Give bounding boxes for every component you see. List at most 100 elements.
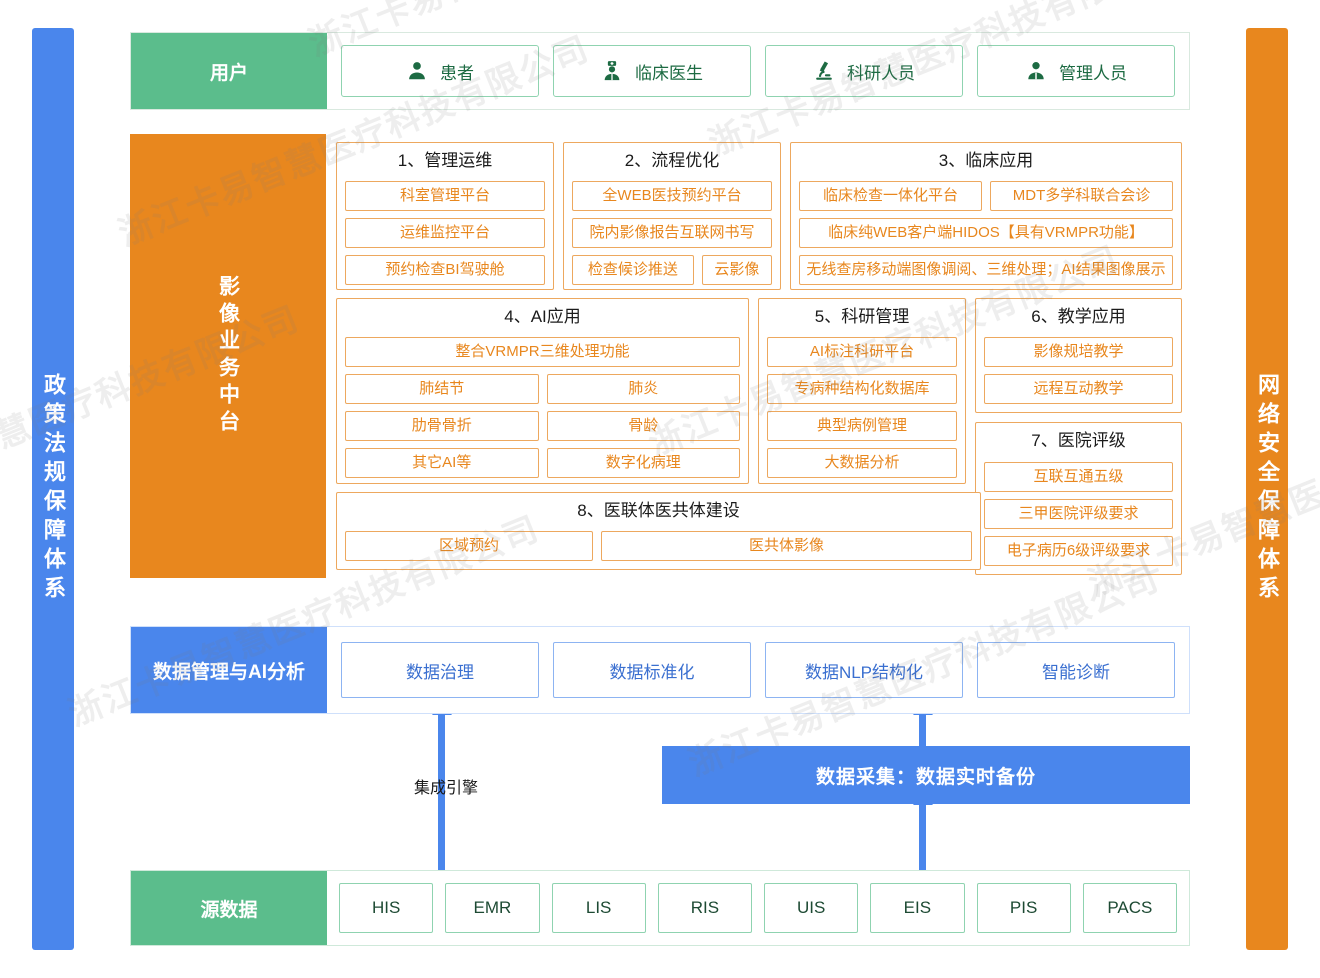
group-cell[interactable]: 临床检查一体化平台 bbox=[799, 181, 982, 212]
group-title: 2、流程优化 bbox=[624, 151, 720, 170]
source-cell-pis[interactable]: PIS bbox=[976, 883, 1071, 933]
group-title: 5、科研管理 bbox=[814, 307, 910, 326]
microscope-icon bbox=[813, 60, 835, 82]
group-title: 1、管理运维 bbox=[397, 151, 493, 170]
user-card-patient[interactable]: 患者 bbox=[341, 45, 539, 97]
data-management-row: 数据管理与AI分析 数据治理 数据标准化 数据NLP结构化 智能诊断 bbox=[130, 626, 1190, 714]
group-teaching-application: 6、教学应用 影像规培教学 远程互动教学 bbox=[975, 298, 1182, 414]
group-cell[interactable]: 无线查房移动端图像调阅、三维处理；AI结果图像展示 bbox=[799, 255, 1173, 286]
imaging-platform-body: 1、管理运维 科室管理平台 运维监控平台 预约检查BI驾驶舱 2、流程优化 全W… bbox=[326, 134, 1190, 578]
imaging-group-row-middle: 4、AI应用 整合VRMPR三维处理功能 肺结节 肺炎 肋骨骨折 骨龄 其它AI… bbox=[336, 298, 1182, 575]
group-medical-alliance: 8、医联体医共体建设 区域预约 医共体影像 bbox=[336, 492, 981, 571]
group-cell[interactable]: 大数据分析 bbox=[767, 448, 957, 479]
group-cell-row: 区域预约 医共体影像 bbox=[345, 531, 972, 562]
group-title: 7、医院评级 bbox=[1031, 431, 1126, 451]
group-title: 6、教学应用 bbox=[1031, 307, 1126, 326]
data-cell-governance[interactable]: 数据治理 bbox=[341, 642, 539, 698]
group-cell-row: 临床检查一体化平台 MDT多学科联合会诊 bbox=[799, 181, 1173, 212]
group-cell-row: 远程互动教学 bbox=[984, 374, 1173, 405]
group-cell[interactable]: 云影像 bbox=[701, 255, 772, 286]
group-cell[interactable]: 整合VRMPR三维处理功能 bbox=[345, 337, 740, 368]
source-cell-eis[interactable]: EIS bbox=[870, 883, 965, 933]
group-title: 3、临床应用 bbox=[938, 151, 1034, 170]
user-card-researcher[interactable]: 科研人员 bbox=[765, 45, 963, 97]
group-cell[interactable]: 检查候诊推送 bbox=[572, 255, 694, 286]
group-cell-row: 预约检查BI驾驶舱 bbox=[345, 255, 545, 286]
group-cell[interactable]: 临床纯WEB客户端HIDOS【具有VRMPR功能】 bbox=[799, 218, 1173, 249]
group-cell-row: 专病种结构化数据库 bbox=[767, 374, 957, 405]
group-hospital-rating: 7、医院评级 互联互通五级 三甲医院评级要求 电子病历6级评级要求 bbox=[975, 422, 1182, 575]
group-cell[interactable]: 互联互通五级 bbox=[984, 461, 1173, 492]
group-cell-row: 肺结节 肺炎 bbox=[345, 374, 740, 405]
group-title: 8、医联体医共体建设 bbox=[577, 501, 740, 520]
user-card-administrator[interactable]: 管理人员 bbox=[977, 45, 1175, 97]
source-cell-uis[interactable]: UIS bbox=[764, 883, 859, 933]
group-cell[interactable]: 运维监控平台 bbox=[345, 218, 545, 249]
group-cell[interactable]: 影像规培教学 bbox=[984, 337, 1173, 368]
group-cell[interactable]: 区域预约 bbox=[345, 531, 593, 562]
data-management-label: 数据管理与AI分析 bbox=[131, 627, 327, 713]
data-cell-intelligent-diagnosis[interactable]: 智能诊断 bbox=[977, 642, 1175, 698]
group-cell[interactable]: 典型病例管理 bbox=[767, 411, 957, 442]
group-cell[interactable]: 医共体影像 bbox=[601, 531, 972, 562]
source-data-label: 源数据 bbox=[131, 871, 327, 945]
user-card-clinician[interactable]: 临床医生 bbox=[553, 45, 751, 97]
data-management-items: 数据治理 数据标准化 数据NLP结构化 智能诊断 bbox=[327, 627, 1189, 713]
data-cell-standardization[interactable]: 数据标准化 bbox=[553, 642, 751, 698]
group-column-teaching-rating: 6、教学应用 影像规培教学 远程互动教学 7、医院评级 互联互通五级 bbox=[975, 298, 1182, 575]
group-cell-row: 典型病例管理 bbox=[767, 411, 957, 442]
group-cell[interactable]: 数字化病理 bbox=[546, 448, 740, 479]
source-data-row: 源数据 HIS EMR LIS RIS UIS EIS PIS PACS bbox=[130, 870, 1190, 946]
group-cell[interactable]: 全WEB医技预约平台 bbox=[572, 181, 772, 212]
group-cell-row: AI标注科研平台 bbox=[767, 337, 957, 368]
user-card-label: 科研人员 bbox=[847, 63, 915, 83]
group-cell[interactable]: 科室管理平台 bbox=[345, 181, 545, 212]
user-row-label: 用户 bbox=[131, 33, 327, 109]
user-card-label: 临床医生 bbox=[635, 63, 703, 83]
group-cell[interactable]: 电子病历6级评级要求 bbox=[984, 535, 1173, 566]
group-process-optimization: 2、流程优化 全WEB医技预约平台 院内影像报告互联网书写 检查候诊推送 云影像 bbox=[563, 142, 781, 290]
source-cell-ris[interactable]: RIS bbox=[657, 883, 752, 933]
source-cell-emr[interactable]: EMR bbox=[445, 883, 540, 933]
imaging-platform-label-text: 影像业务中台 bbox=[216, 275, 240, 437]
user-row-items: 患者 临床医生 bbox=[327, 33, 1189, 109]
integration-engine-arrow bbox=[438, 714, 445, 871]
group-cell[interactable]: 其它AI等 bbox=[345, 448, 539, 479]
group-cell-row: 电子病历6级评级要求 bbox=[984, 535, 1173, 566]
group-cell[interactable]: AI标注科研平台 bbox=[767, 337, 957, 368]
group-cell-row: 院内影像报告互联网书写 bbox=[572, 218, 772, 249]
group-cell-row: 科室管理平台 bbox=[345, 181, 545, 212]
data-flow-area: 数据采集：数据实时备份 集成引擎 bbox=[130, 714, 1190, 872]
user-card-label: 患者 bbox=[440, 63, 474, 83]
group-cell-row: 无线查房移动端图像调阅、三维处理；AI结果图像展示 bbox=[799, 255, 1173, 286]
group-cell[interactable]: 专病种结构化数据库 bbox=[767, 374, 957, 405]
group-management-ops: 1、管理运维 科室管理平台 运维监控平台 预约检查BI驾驶舱 bbox=[336, 142, 554, 290]
group-cell[interactable]: 院内影像报告互联网书写 bbox=[572, 218, 772, 249]
group-cell[interactable]: MDT多学科联合会诊 bbox=[990, 181, 1173, 212]
policy-regulation-label: 政策法规保障体系 bbox=[41, 373, 66, 605]
group-cell[interactable]: 三甲医院评级要求 bbox=[984, 498, 1173, 529]
group-cell[interactable]: 肋骨骨折 bbox=[345, 411, 539, 442]
data-cell-nlp-structuring[interactable]: 数据NLP结构化 bbox=[765, 642, 963, 698]
group-cell[interactable]: 骨龄 bbox=[546, 411, 740, 442]
group-cell-row: 检查候诊推送 云影像 bbox=[572, 255, 772, 286]
imaging-platform-label: 影像业务中台 bbox=[130, 134, 326, 578]
network-security-label: 网络安全保障体系 bbox=[1255, 373, 1280, 605]
person-icon bbox=[406, 60, 428, 82]
group-title: 4、AI应用 bbox=[504, 307, 581, 326]
source-cell-lis[interactable]: LIS bbox=[551, 883, 646, 933]
group-cell[interactable]: 远程互动教学 bbox=[984, 374, 1173, 405]
group-cell-row: 其它AI等 数字化病理 bbox=[345, 448, 740, 479]
group-cell[interactable]: 肺炎 bbox=[546, 374, 740, 405]
manager-icon bbox=[1025, 60, 1047, 82]
source-cell-pacs[interactable]: PACS bbox=[1082, 883, 1177, 933]
group-cell[interactable]: 预约检查BI驾驶舱 bbox=[345, 255, 545, 286]
group-cell[interactable]: 肺结节 bbox=[345, 374, 539, 405]
group-cell-row: 互联互通五级 bbox=[984, 461, 1173, 492]
capture-to-data-arrow bbox=[919, 714, 926, 748]
data-capture-bar: 数据采集：数据实时备份 bbox=[662, 746, 1190, 804]
source-cell-his[interactable]: HIS bbox=[339, 883, 434, 933]
group-clinical-application: 3、临床应用 临床检查一体化平台 MDT多学科联合会诊 临床纯WEB客户端HID… bbox=[790, 142, 1182, 290]
group-cell-row: 影像规培教学 bbox=[984, 337, 1173, 368]
